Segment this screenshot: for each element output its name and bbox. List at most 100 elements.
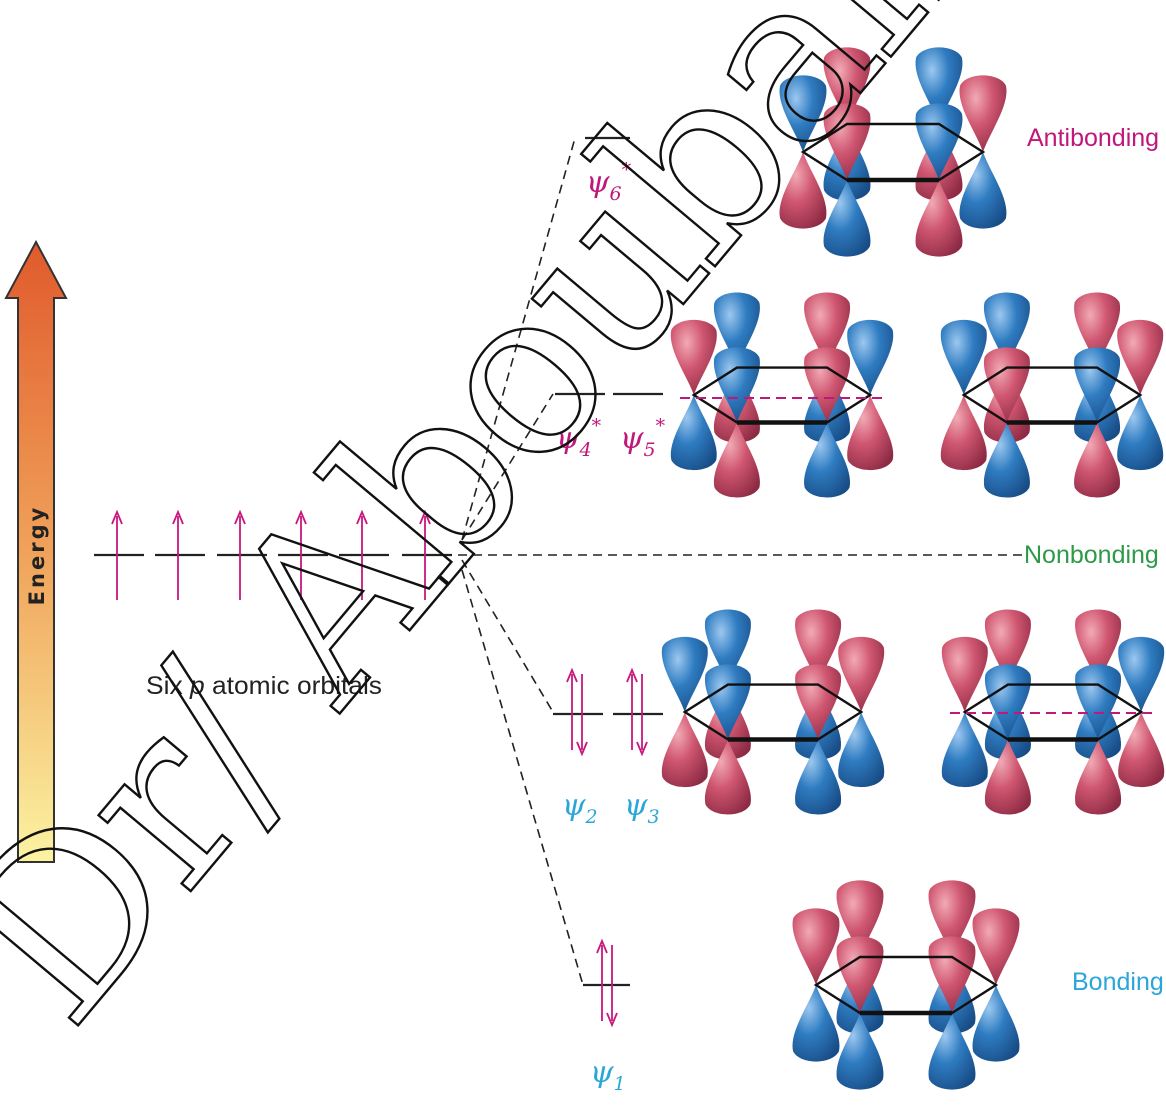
p-lobe-bottom xyxy=(847,395,894,471)
p-lobe-top xyxy=(1074,292,1121,368)
electron-pair-psi1 xyxy=(596,938,618,1028)
p-lobe-bottom xyxy=(984,739,1031,815)
correlation-line-psi6 xyxy=(461,137,576,541)
p-lobe-bottom xyxy=(713,422,760,498)
p-lobe-bottom xyxy=(1117,395,1164,471)
bonding-label: Bonding xyxy=(1072,968,1164,996)
p-lobe-top xyxy=(847,319,894,395)
energy-axis-label: Energy xyxy=(25,505,49,606)
psi6-label: ψ6* xyxy=(586,159,632,205)
electron-pair-psi2 xyxy=(566,667,588,757)
p-lobe-bottom xyxy=(838,712,885,788)
electron-up-arrowhead xyxy=(234,509,246,525)
p-lobe-bottom xyxy=(928,1013,976,1090)
p-lobe-top xyxy=(1074,347,1121,423)
p-lobe-bottom xyxy=(804,422,851,498)
psi4-label: ψ4* xyxy=(556,415,602,461)
p-lobe-bottom xyxy=(972,985,1020,1062)
p-lobe-top xyxy=(941,636,988,712)
p-lobe-bottom xyxy=(704,739,751,815)
p-lobe-top xyxy=(804,347,851,423)
mo-picture-psi4 xyxy=(670,292,894,498)
mo-picture-psi1 xyxy=(792,880,1020,1090)
p-lobe-top xyxy=(713,347,760,423)
nonbonding-label: Nonbonding xyxy=(1024,541,1159,569)
electron-up-arrowhead xyxy=(419,509,431,525)
p-lobe-bottom xyxy=(795,739,842,815)
p-lobe-top xyxy=(984,664,1031,740)
correlation-lines xyxy=(428,137,1022,986)
p-lobe-bottom xyxy=(915,180,963,257)
p-lobe-bottom xyxy=(661,712,708,788)
mo-picture-psi6 xyxy=(779,47,1007,257)
p-lobe-top xyxy=(836,880,884,957)
p-lobe-top xyxy=(804,292,851,368)
p-lobe-top xyxy=(795,664,842,740)
mo-picture-psi5 xyxy=(940,292,1164,498)
electron-up-arrowhead xyxy=(172,509,184,525)
mo-levels xyxy=(553,136,663,987)
p-lobe-top xyxy=(959,75,1007,152)
p-lobe-bottom xyxy=(1075,739,1122,815)
atomic-orbital-5 xyxy=(339,509,389,600)
p-lobe-top xyxy=(972,908,1020,985)
atomic-orbital-2 xyxy=(155,509,205,600)
p-lobe-top xyxy=(1118,636,1165,712)
electron-up-arrowhead xyxy=(111,509,123,525)
electron-up-arrowhead xyxy=(295,509,307,525)
p-lobe-bottom xyxy=(670,395,717,471)
atomic-orbital-1 xyxy=(94,509,144,600)
p-lobe-bottom xyxy=(959,152,1007,229)
atomic-orbital-levels xyxy=(94,509,452,600)
p-lobe-top xyxy=(1075,664,1122,740)
atomic-orbitals-caption: Six p atomic orbitals xyxy=(146,672,382,700)
p-lobe-top xyxy=(940,319,987,395)
psi1-label: ψ1 xyxy=(590,1055,626,1095)
electron-up-arrowhead xyxy=(566,667,578,683)
atomic-orbital-3 xyxy=(217,509,267,600)
p-lobe-bottom xyxy=(941,712,988,788)
energy-arrow xyxy=(4,239,68,863)
p-lobe-top xyxy=(704,664,751,740)
electron-down-arrowhead xyxy=(606,1012,618,1028)
p-lobe-top xyxy=(823,103,871,180)
p-lobe-bottom xyxy=(1118,712,1165,788)
p-lobe-top xyxy=(661,636,708,712)
psi2-label: ψ2 xyxy=(562,788,598,828)
p-lobe-top xyxy=(836,936,884,1013)
p-lobe-top xyxy=(1117,319,1164,395)
p-lobe-bottom xyxy=(792,985,840,1062)
p-lobe-bottom xyxy=(779,152,827,229)
p-lobe-top xyxy=(984,609,1031,685)
p-lobe-top xyxy=(915,103,963,180)
p-lobe-top xyxy=(983,347,1030,423)
mo-picture-psi3 xyxy=(941,609,1165,815)
p-lobe-bottom xyxy=(1074,422,1121,498)
p-lobe-top xyxy=(779,75,827,152)
correlation-line-psi1 xyxy=(461,569,584,986)
p-lobe-top xyxy=(1075,609,1122,685)
mo-picture-psi2 xyxy=(661,609,885,815)
electron-up-arrowhead xyxy=(356,509,368,525)
p-lobe-top xyxy=(713,292,760,368)
mo-labels: ψ6* ψ4* ψ5* ψ2 ψ3 ψ1 xyxy=(556,159,666,1095)
atomic-orbital-4 xyxy=(278,509,328,600)
psi3-label: ψ3 xyxy=(624,788,660,828)
p-lobe-top xyxy=(983,292,1030,368)
p-lobe-top xyxy=(928,880,976,957)
p-lobe-bottom xyxy=(940,395,987,471)
p-lobe-top xyxy=(792,908,840,985)
mo-orbital-pictures xyxy=(661,47,1165,1090)
electron-down-arrowhead xyxy=(636,741,648,757)
antibonding-label: Antibonding xyxy=(1027,124,1159,152)
p-lobe-top xyxy=(915,47,963,124)
p-lobe-bottom xyxy=(836,1013,884,1090)
p-lobe-top xyxy=(795,609,842,685)
electron-up-arrowhead xyxy=(626,667,638,683)
energy-axis: Energy xyxy=(4,239,68,863)
electron-up-arrowhead xyxy=(596,938,608,954)
electron-down-arrowhead xyxy=(576,741,588,757)
p-lobe-top xyxy=(670,319,717,395)
electron-pairs xyxy=(566,667,648,1028)
p-lobe-bottom xyxy=(983,422,1030,498)
